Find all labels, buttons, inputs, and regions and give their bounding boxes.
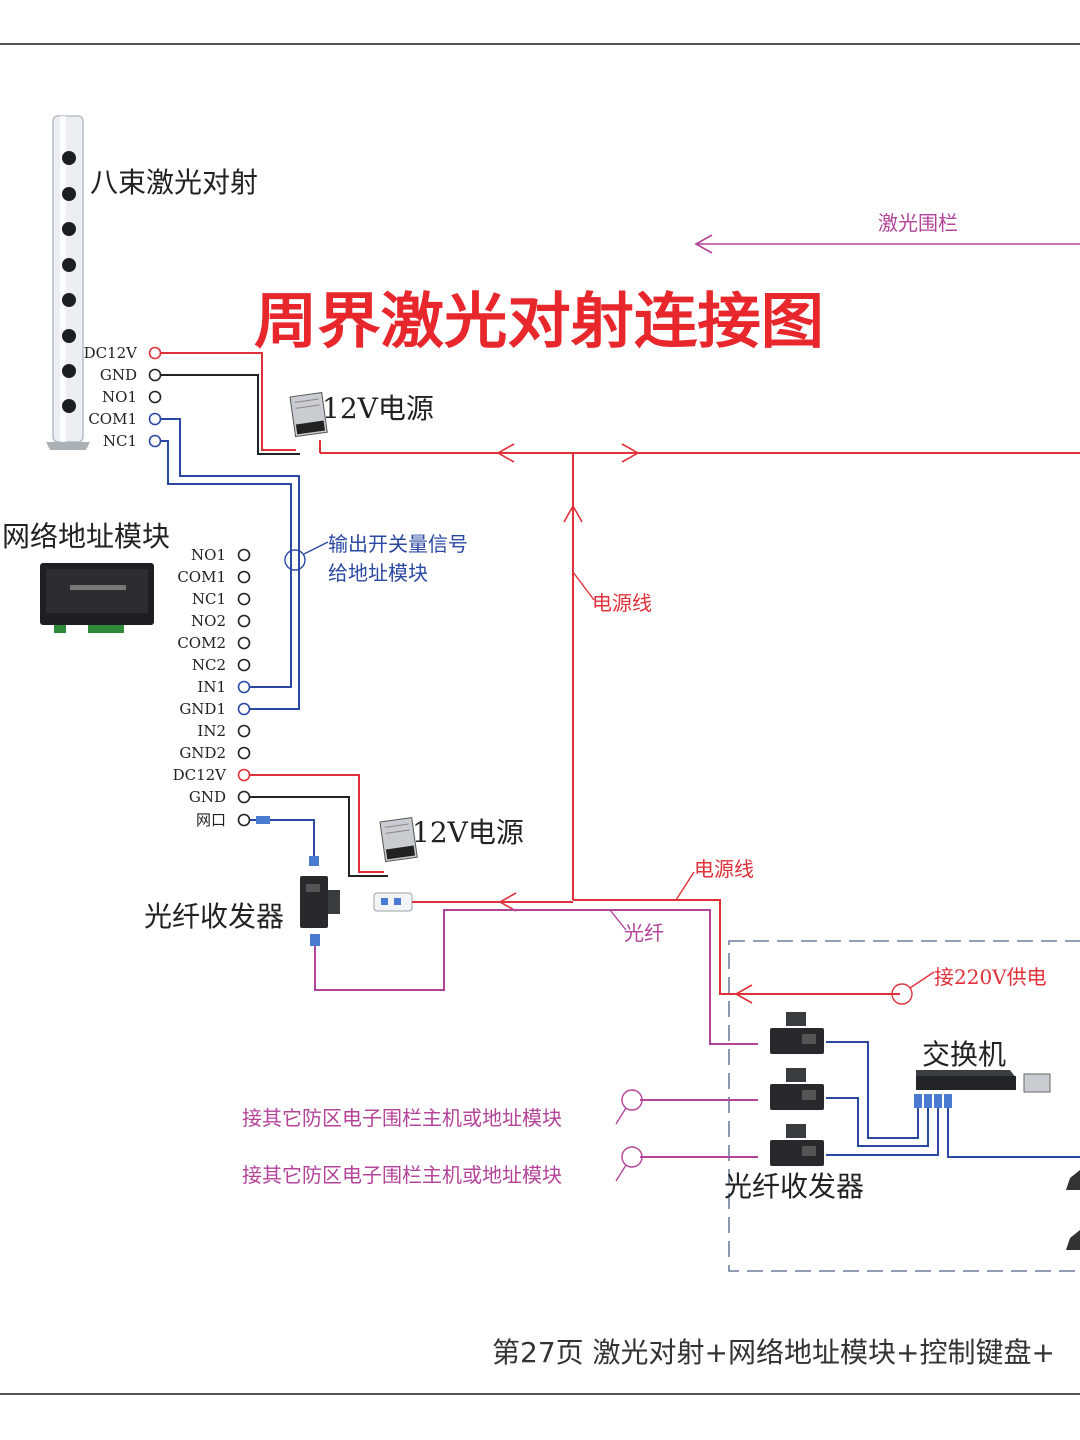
wire-com1-to-gnd1 (161, 418, 300, 710)
wire-module-gnd (250, 796, 388, 877)
module-label: 网络地址模块 (2, 520, 170, 553)
fiber-label: 光纤 (624, 921, 664, 945)
wire-laser-gnd (161, 374, 300, 455)
fiber-transceiver-left-image (300, 876, 340, 946)
laser-fence-label: 激光围栏 (878, 211, 958, 235)
other-zone-marker-1 (621, 1089, 643, 1111)
module-pin-gnd2: GND2 (179, 744, 226, 762)
module-pin-lan: 网口 (196, 811, 226, 829)
laser-detector-column (46, 115, 90, 450)
module-pin-labels: NO1 COM1 NC1 NO2 COM2 NC2 IN1 GND1 IN2 G… (173, 546, 228, 829)
lan-transceiver-2 (826, 1097, 929, 1147)
wire-nc1-to-in1 (161, 440, 292, 688)
psu-bottom (379, 816, 418, 863)
lan-transceiver-1 (826, 1041, 919, 1139)
laser-pin-gnd: GND (100, 366, 137, 384)
power-line-label-1: 电源线 (592, 591, 652, 615)
psu-top-label: 12V电源 (322, 392, 434, 425)
module-pin-no1: NO1 (191, 546, 226, 564)
fiber-transceiver-right-3 (770, 1124, 824, 1166)
module-pin-nc2: NC2 (192, 656, 226, 674)
bus-arrow-right (621, 443, 640, 463)
other-zone-leader-2 (615, 1164, 627, 1182)
signal-note-line1: 输出开关量信号 (328, 532, 468, 556)
fiber-left (314, 909, 758, 1045)
diagram-title: 周界激光对射连接图 (254, 287, 824, 357)
wire-laser-dc12v (161, 352, 296, 451)
psu-bottom-label: 12V电源 (412, 816, 524, 849)
laser-label: 八束激光对射 (90, 166, 258, 199)
ac-supply-leader (909, 971, 935, 989)
keyboard-partial-1 (1066, 1170, 1080, 1190)
network-address-module-image (40, 563, 154, 633)
module-pin-in2: IN2 (197, 722, 226, 740)
fiber-transceiver-left-label: 光纤收发器 (144, 900, 284, 933)
laser-terminals (148, 346, 162, 448)
module-pin-gnd: GND (189, 788, 226, 806)
equipment-enclosure (728, 940, 1080, 1272)
laser-pin-dc12v: DC12V (84, 344, 139, 362)
module-pin-gnd1: GND1 (179, 700, 226, 718)
fiber-transceiver-right-2 (770, 1068, 824, 1110)
lan-plug-module (256, 816, 270, 824)
psu-top (289, 391, 328, 438)
module-pin-com1: COM1 (177, 568, 226, 586)
module-pin-in1: IN1 (197, 678, 226, 696)
fiber-transceiver-right-1 (770, 1012, 824, 1054)
lan-switch-uplink (947, 1100, 1080, 1158)
module-pin-no2: NO2 (191, 612, 226, 630)
power-label-leader-1 (572, 571, 595, 601)
ac-supply-label: 接220V供电 (934, 965, 1047, 989)
keyboard-partial-2 (1066, 1230, 1080, 1250)
switch-lan-plugs (914, 1094, 952, 1108)
lan-transceiver-3 (826, 1100, 939, 1156)
page-footer: 第27页 激光对射+网络地址模块+控制键盘+ (492, 1336, 1055, 1369)
fiber-label-leader (609, 909, 627, 931)
power-line-right (573, 899, 900, 995)
power-line-label-2: 电源线 (694, 857, 754, 881)
bus-arrow-left (496, 443, 515, 463)
strip-arrow-left (498, 892, 517, 912)
laser-fence-arrowhead (694, 234, 713, 254)
network-switch-image (916, 1070, 1051, 1093)
signal-note-leader (303, 541, 329, 555)
fiber-transceiver-right-label: 光纤收发器 (724, 1170, 864, 1203)
module-pin-com2: COM2 (177, 634, 226, 652)
other-zone-label-2: 接其它防区电子围栏主机或地址模块 (242, 1163, 562, 1187)
signal-note-marker (284, 549, 306, 571)
power-label-leader-2 (675, 871, 695, 901)
wire-lan-module (250, 819, 315, 858)
ac-arrow-left (734, 984, 753, 1004)
other-zone-marker-2 (621, 1146, 643, 1168)
module-pin-nc1: NC1 (192, 590, 226, 608)
wire-module-dc12v (250, 774, 384, 873)
laser-pin-no1: NO1 (102, 388, 137, 406)
ac-supply-marker (891, 983, 913, 1005)
laser-pin-nc1: NC1 (103, 432, 137, 450)
signal-note-line2: 给地址模块 (328, 561, 428, 585)
laser-pin-labels: DC12V GND NO1 COM1 NC1 (84, 344, 139, 450)
lan-plug-transceiver (309, 856, 319, 866)
other-zone-label-1: 接其它防区电子围栏主机或地址模块 (242, 1106, 562, 1130)
laser-pin-com1: COM1 (88, 410, 137, 428)
switch-label: 交换机 (922, 1038, 1006, 1071)
module-terminals (237, 548, 251, 827)
module-pin-dc12v: DC12V (173, 766, 228, 784)
other-zone-leader-1 (615, 1107, 627, 1125)
power-strip (373, 892, 413, 912)
vertical-arrow-up (563, 504, 583, 523)
